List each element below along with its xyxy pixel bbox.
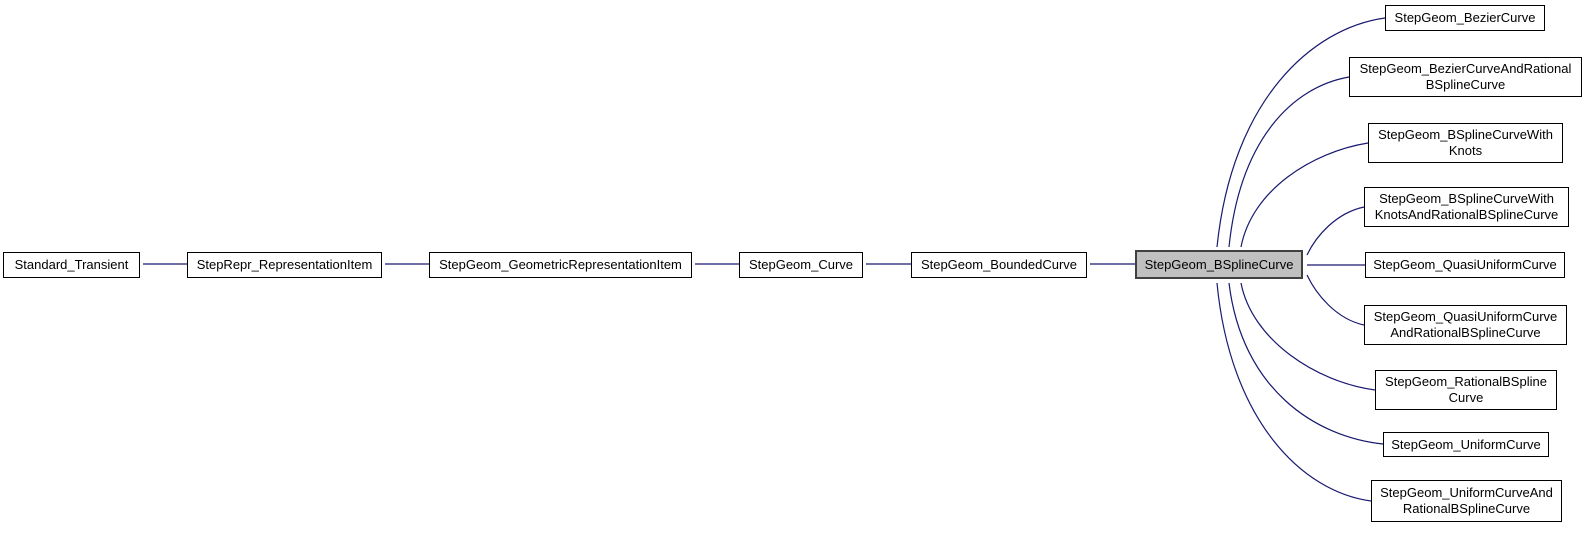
class-node-stepgeom-beziercurveandrationalbsplinecurve[interactable]: StepGeom_BezierCurveAndRational BSplineC… [1349, 57, 1582, 97]
edge-quasiuniformcurveandrational [1306, 274, 1365, 326]
class-label: AndRationalBSplineCurve [1390, 325, 1541, 340]
class-node-stepgeom-uniformcurve[interactable]: StepGeom_UniformCurve [1383, 432, 1549, 457]
class-label: Curve [1448, 390, 1484, 405]
edge-uniformcurveandrational [1216, 282, 1372, 502]
edge-bsplinecurvewithknots [1240, 142, 1369, 248]
edge-beziercurve [1216, 17, 1386, 248]
class-label: StepGeom_BSplineCurveWith [1379, 191, 1554, 206]
class-node-steprepr-representationitem[interactable]: StepRepr_RepresentationItem [187, 252, 382, 278]
class-node-stepgeom-boundedcurve[interactable]: StepGeom_BoundedCurve [911, 252, 1087, 278]
class-label: BSplineCurve [1425, 77, 1506, 92]
class-label: StepRepr_RepresentationItem [196, 257, 373, 272]
class-label: StepGeom_QuasiUniformCurve [1373, 309, 1558, 324]
class-label: StepGeom_BezierCurve [1394, 10, 1536, 25]
class-label: KnotsAndRationalBSplineCurve [1374, 207, 1559, 222]
class-node-standard-transient[interactable]: Standard_Transient [3, 252, 140, 278]
class-label: RationalBSplineCurve [1402, 501, 1531, 516]
class-label: StepGeom_Curve [748, 257, 854, 272]
class-label: StepGeom_QuasiUniformCurve [1373, 257, 1557, 272]
class-node-stepgeom-quasiuniformcurveandrationalbsplinecurve[interactable]: StepGeom_QuasiUniformCurve AndRationalBS… [1364, 305, 1567, 345]
class-node-stepgeom-curve[interactable]: StepGeom_Curve [739, 252, 863, 278]
class-label: StepGeom_BSplineCurve [1144, 256, 1294, 272]
class-label: Standard_Transient [14, 257, 129, 272]
class-label: StepGeom_BSplineCurveWith [1378, 127, 1553, 142]
edge-rationalbsplinecurve [1240, 282, 1376, 391]
class-node-stepgeom-bsplinecurvewithknotsandrationalbsplinecurve[interactable]: StepGeom_BSplineCurveWith KnotsAndRation… [1364, 187, 1569, 227]
class-node-stepgeom-rationalbsplinecurve[interactable]: StepGeom_RationalBSpline Curve [1375, 370, 1557, 410]
class-label: StepGeom_BoundedCurve [920, 257, 1078, 272]
edge-bsplinecurvewithknotsandrational [1306, 206, 1365, 256]
class-label: Knots [1448, 143, 1483, 158]
class-label: StepGeom_UniformCurveAnd [1380, 485, 1553, 500]
class-node-stepgeom-uniformcurveandrationalbsplinecurve[interactable]: StepGeom_UniformCurveAnd RationalBSpline… [1371, 480, 1562, 522]
class-node-stepgeom-bsplinecurve-selected: StepGeom_BSplineCurve [1135, 250, 1303, 279]
class-label: StepGeom_GeometricRepresentationItem [439, 257, 682, 272]
class-label: StepGeom_UniformCurve [1391, 436, 1541, 452]
class-label: StepGeom_RationalBSpline [1385, 374, 1547, 389]
class-node-stepgeom-beziercurve[interactable]: StepGeom_BezierCurve [1385, 5, 1545, 31]
class-node-stepgeom-bsplinecurvewithknots[interactable]: StepGeom_BSplineCurveWith Knots [1368, 123, 1563, 163]
class-node-stepgeom-quasiuniformcurve[interactable]: StepGeom_QuasiUniformCurve [1365, 252, 1565, 278]
class-label: StepGeom_BezierCurveAndRational [1359, 61, 1572, 76]
edge-uniformcurve [1228, 282, 1384, 445]
edge-beziercurveandrational [1228, 76, 1350, 248]
class-node-stepgeom-geometricrepresentationitem[interactable]: StepGeom_GeometricRepresentationItem [429, 252, 692, 278]
